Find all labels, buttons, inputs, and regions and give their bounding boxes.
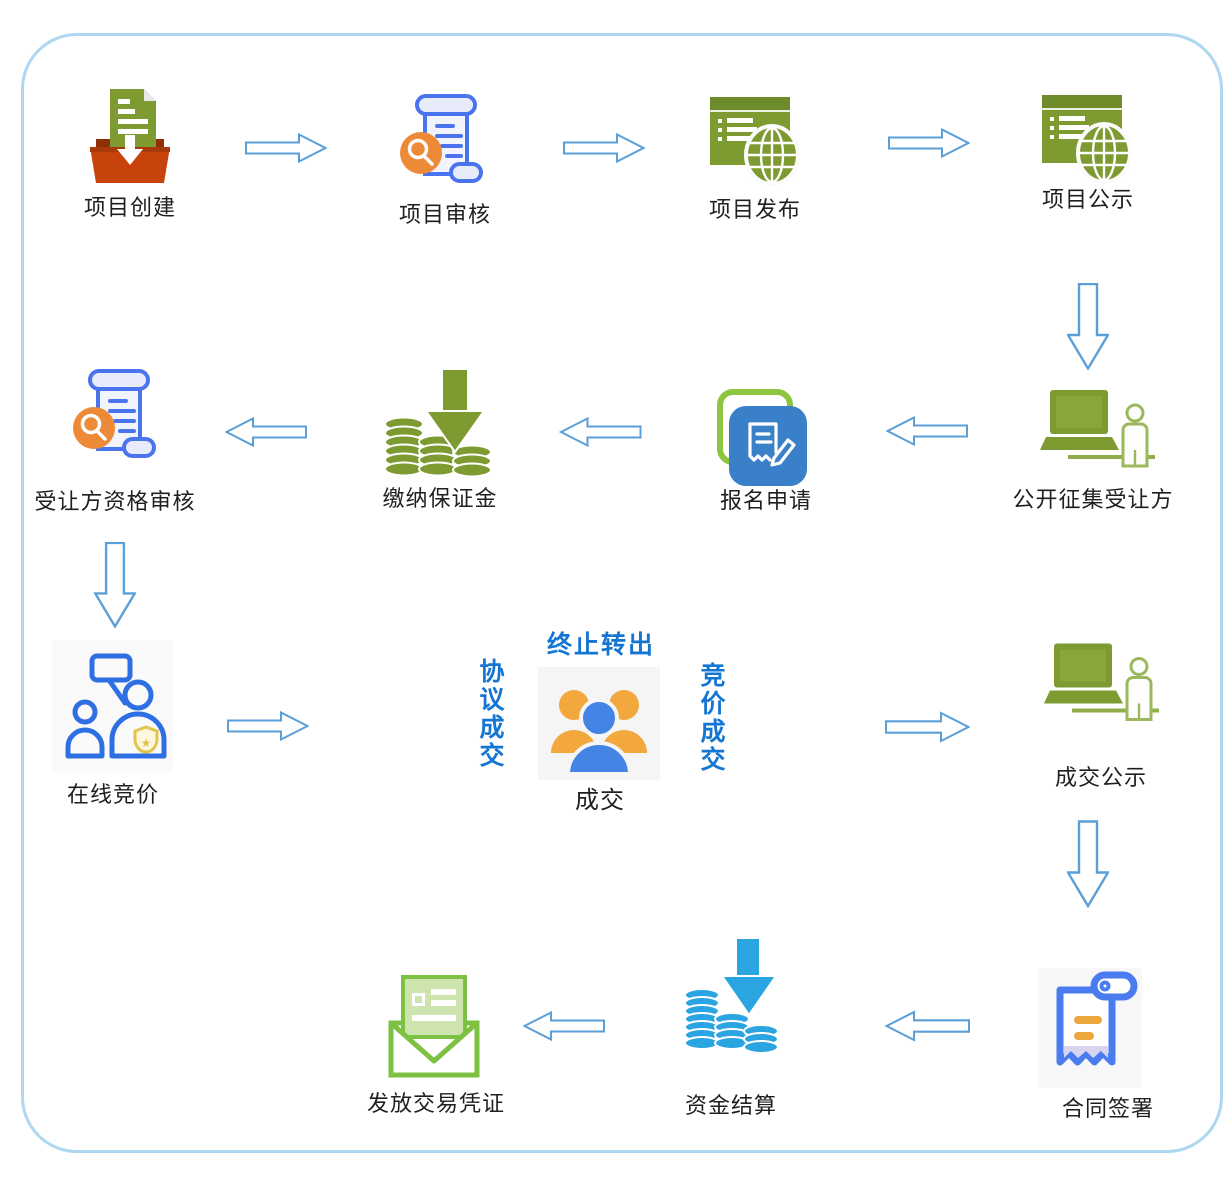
annotation-bidding-deal: 竞价成交 <box>697 662 726 774</box>
node-label-online-bidding: 在线竞价 <box>66 783 160 808</box>
node-label-fund-settlement: 资金结算 <box>684 1094 778 1119</box>
arrow-down-icon <box>1065 282 1111 371</box>
arrow-right-icon <box>227 710 310 742</box>
annotation-terminate-transfer: 终止转出 <box>546 630 656 659</box>
node-label-solicit-transferee: 公开征集受让方 <box>1012 488 1174 513</box>
arrow-right-icon <box>563 132 646 164</box>
receipt-contract-icon <box>1038 968 1142 1088</box>
node-label-apply: 报名申请 <box>719 489 813 514</box>
arrow-down-icon <box>1065 820 1111 909</box>
node-label-project-publicity: 项目公示 <box>1041 188 1135 213</box>
arrow-left-icon <box>558 416 643 448</box>
svg-text:★: ★ <box>141 736 152 750</box>
node-label-project-create: 项目创建 <box>83 196 177 221</box>
node-label-contract-signing: 合同签署 <box>1061 1097 1155 1122</box>
node-label-deal-publicity: 成交公示 <box>1054 766 1148 791</box>
node-label-project-publish: 项目发布 <box>708 198 802 223</box>
laptop-person-icon <box>1040 388 1155 480</box>
node-label-project-review: 项目审核 <box>398 203 492 228</box>
document-inbox-icon <box>88 85 172 185</box>
node-label-issue-certificate: 发放交易凭证 <box>366 1092 506 1117</box>
node-label-transferee-qualification-review: 受让方资格审核 <box>34 490 196 515</box>
auction-bidder-icon: ★ <box>52 640 173 773</box>
envelope-certificate-icon <box>385 970 483 1082</box>
arrow-right-icon <box>888 127 971 159</box>
arrow-right-icon <box>245 132 328 164</box>
arrow-left-icon <box>885 415 968 447</box>
node-label-deal: 成交 <box>575 786 625 814</box>
coins-down-arrow-blue-icon <box>680 935 784 1062</box>
laptop-person-icon <box>1044 640 1159 735</box>
window-globe-icon <box>708 95 803 187</box>
arrow-left-icon <box>522 1010 605 1042</box>
annotation-agreement-deal: 协议成交 <box>476 658 505 770</box>
arrow-left-icon <box>224 416 307 448</box>
window-globe-icon <box>1040 93 1135 185</box>
flow-diagram-border <box>21 33 1223 1153</box>
coins-down-arrow-green-icon <box>378 368 503 480</box>
form-pencil-icon <box>716 388 808 486</box>
arrow-right-icon <box>885 711 971 743</box>
scroll-magnifier-icon <box>395 90 490 195</box>
scroll-magnifier-icon <box>68 365 163 470</box>
node-label-pay-deposit: 缴纳保证金 <box>382 487 498 512</box>
people-group-icon <box>538 667 660 780</box>
arrow-down-icon <box>93 541 137 629</box>
arrow-left-icon <box>884 1010 970 1042</box>
